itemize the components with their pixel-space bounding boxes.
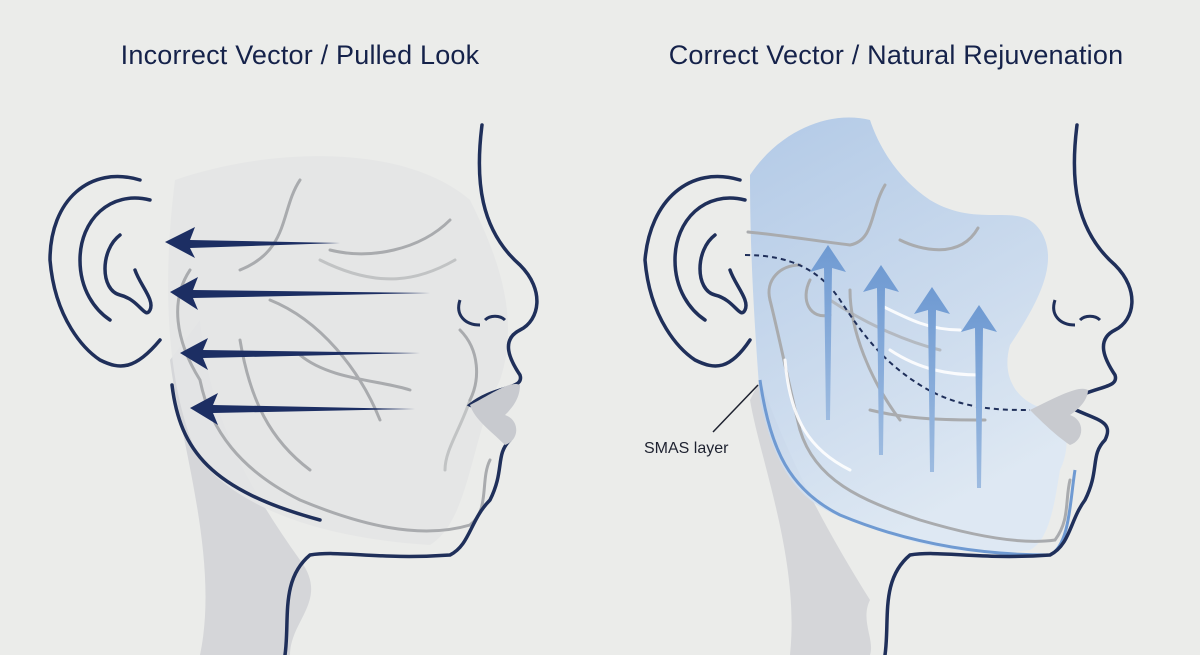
incorrect-vector-panel: Incorrect Vector / Pulled Look	[48, 40, 539, 655]
pull-arrow-2	[170, 277, 430, 310]
lift-arrow-1	[810, 245, 846, 420]
correct-vector-panel: Correct Vector / Natural Rejuvenation	[600, 0, 1200, 655]
ear-outline	[643, 174, 752, 368]
face-profile	[883, 123, 1134, 655]
rejuvenated-face-illustration	[643, 117, 1134, 655]
pull-arrow-4	[190, 393, 415, 425]
lift-arrow-4	[961, 305, 997, 488]
smas-leader-line	[712, 384, 759, 433]
incorrect-vector-title: Incorrect Vector / Pulled Look	[120, 40, 480, 70]
pull-arrow-3	[180, 338, 420, 370]
smas-layer-overlay	[750, 117, 1067, 553]
nostril	[483, 314, 507, 322]
lips	[1030, 388, 1088, 445]
lift-arrow-3	[914, 287, 950, 472]
lift-arrow-2	[863, 265, 899, 455]
correct-vector-title: Correct Vector / Natural Rejuvenation	[668, 40, 1124, 70]
smas-layer-label: SMAS layer	[644, 440, 729, 457]
smas-rim	[758, 379, 1077, 557]
nostril	[1078, 314, 1102, 322]
lips	[470, 384, 520, 445]
horizontal-pull-arrows	[165, 227, 430, 425]
ear-outline	[48, 174, 162, 368]
pulled-face-illustration	[48, 123, 539, 655]
vertical-lift-arrows	[810, 245, 997, 488]
pull-arrow-1	[165, 227, 340, 258]
jawline	[170, 383, 322, 522]
